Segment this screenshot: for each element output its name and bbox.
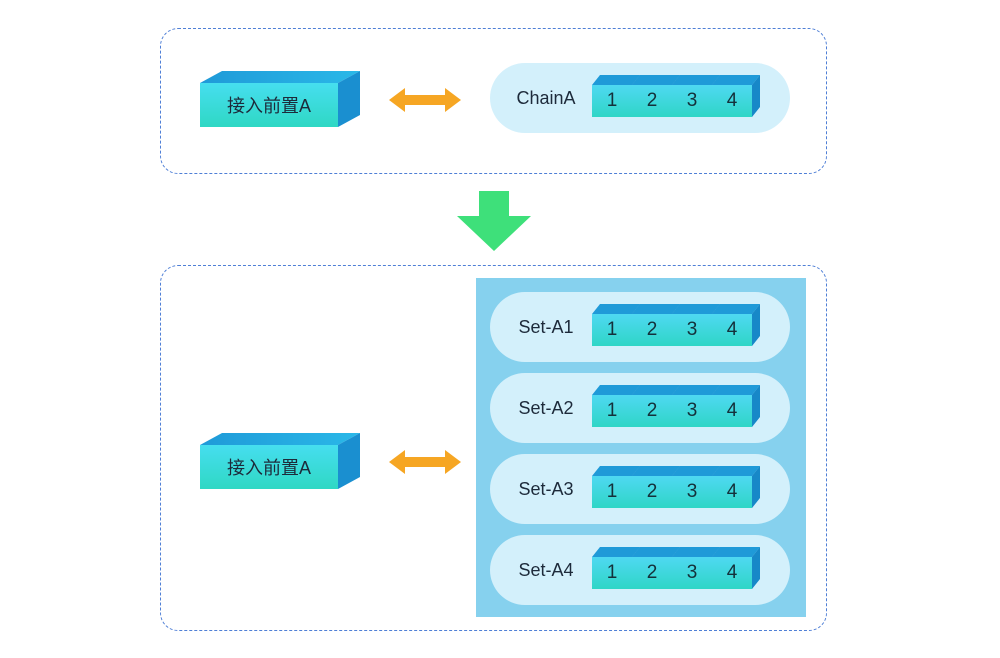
set-pill: Set-A3 1 2 3 4 xyxy=(490,454,790,524)
block-number: 2 xyxy=(646,90,658,111)
access-node-bottom: 接入前置A xyxy=(200,433,360,489)
block: 4 xyxy=(712,466,760,508)
set-label: Set-A3 xyxy=(518,478,574,499)
block-number: 1 xyxy=(606,562,618,583)
block: 1 xyxy=(592,547,640,589)
block-number: 4 xyxy=(726,481,738,502)
block-number: 1 xyxy=(606,90,618,111)
block-number: 4 xyxy=(726,319,738,340)
block: 3 xyxy=(672,466,720,508)
block: 2 xyxy=(632,75,680,117)
set-pill: Set-A1 1 2 3 4 xyxy=(490,292,790,362)
block: 4 xyxy=(712,385,760,427)
block: 2 xyxy=(632,547,680,589)
block-number: 3 xyxy=(686,400,698,421)
set-pill: Set-A4 1 2 3 4 xyxy=(490,535,790,605)
block: 3 xyxy=(672,385,720,427)
block: 4 xyxy=(712,304,760,346)
block-number: 4 xyxy=(726,562,738,583)
node-box-shape xyxy=(200,433,360,489)
block: 2 xyxy=(632,466,680,508)
block-number: 2 xyxy=(646,319,658,340)
block-number: 2 xyxy=(646,400,658,421)
block: 1 xyxy=(592,385,640,427)
chain-pill: ChainA 1 2 3 4 xyxy=(490,63,790,133)
access-node-label: 接入前置A xyxy=(226,96,311,116)
block: 1 xyxy=(592,75,640,117)
block-number: 4 xyxy=(726,90,738,111)
top-panel xyxy=(160,28,827,174)
set-pill: Set-A2 1 2 3 4 xyxy=(490,373,790,443)
block: 2 xyxy=(632,304,680,346)
block: 3 xyxy=(672,75,720,117)
access-node-label: 接入前置A xyxy=(226,458,311,478)
bidirectional-arrow-icon xyxy=(389,450,461,474)
down-arrow-icon xyxy=(457,191,531,251)
block: 4 xyxy=(712,75,760,117)
set-label: Set-A2 xyxy=(518,397,574,418)
set-label: Set-A4 xyxy=(518,559,574,580)
block: 3 xyxy=(672,547,720,589)
block-number: 3 xyxy=(686,90,698,111)
set-label: Set-A1 xyxy=(518,316,574,337)
block-number: 3 xyxy=(686,562,698,583)
block-number: 1 xyxy=(606,400,618,421)
block-number: 3 xyxy=(686,319,698,340)
block: 3 xyxy=(672,304,720,346)
block-number: 2 xyxy=(646,481,658,502)
block-number: 2 xyxy=(646,562,658,583)
block: 4 xyxy=(712,547,760,589)
block: 1 xyxy=(592,466,640,508)
block-number: 1 xyxy=(606,481,618,502)
block-number: 1 xyxy=(606,319,618,340)
bottom-panel xyxy=(160,265,827,631)
block: 1 xyxy=(592,304,640,346)
block-number: 3 xyxy=(686,481,698,502)
block-number: 4 xyxy=(726,400,738,421)
node-box-shape xyxy=(200,71,360,127)
chain-label: ChainA xyxy=(516,87,576,108)
bidirectional-arrow-icon xyxy=(389,88,461,112)
access-node-top: 接入前置A xyxy=(200,71,360,127)
block: 2 xyxy=(632,385,680,427)
